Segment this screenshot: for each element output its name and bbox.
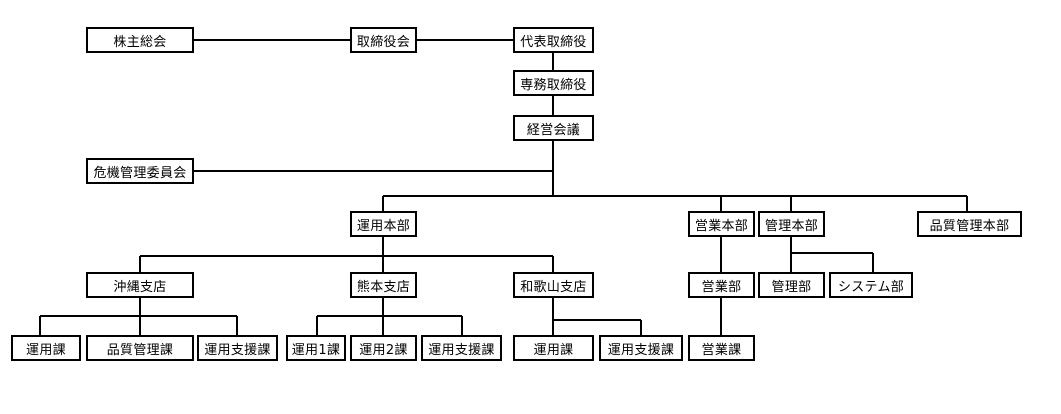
node-eigyo-bu: 営業部	[688, 272, 755, 298]
node-eigyo-ka: 営業課	[688, 335, 755, 361]
node-daihyo: 代表取締役	[513, 27, 594, 53]
node-ok-hinshitsu: 品質管理課	[86, 335, 194, 361]
node-okinawa: 沖縄支店	[86, 272, 194, 298]
node-eigyo-hb: 営業本部	[688, 211, 755, 237]
node-ku-unyo1: 運用1課	[286, 335, 346, 361]
node-system-bu: システム部	[829, 272, 913, 298]
node-kiki: 危機管理委員会	[86, 158, 194, 184]
node-kanri-hb: 管理本部	[758, 211, 825, 237]
node-wa-shien: 運用支援課	[599, 335, 683, 361]
node-wa-unyo: 運用課	[513, 335, 594, 361]
node-keiei: 経営会議	[513, 115, 594, 141]
node-ok-unyo: 運用課	[11, 335, 81, 361]
node-kabunushi: 株主総会	[86, 27, 194, 53]
node-wakayama: 和歌山支店	[513, 272, 594, 298]
node-kanri-bu: 管理部	[758, 272, 825, 298]
node-senmu: 専務取締役	[513, 70, 594, 96]
node-hinshitsu-hb: 品質管理本部	[917, 211, 1022, 237]
node-ku-unyo2: 運用2課	[350, 335, 417, 361]
node-ku-shien: 運用支援課	[421, 335, 502, 361]
node-torishimari: 取締役会	[350, 27, 417, 53]
node-ok-shien: 運用支援課	[197, 335, 278, 361]
node-kumamoto: 熊本支店	[350, 272, 417, 298]
node-unyo-hb: 運用本部	[350, 211, 417, 237]
